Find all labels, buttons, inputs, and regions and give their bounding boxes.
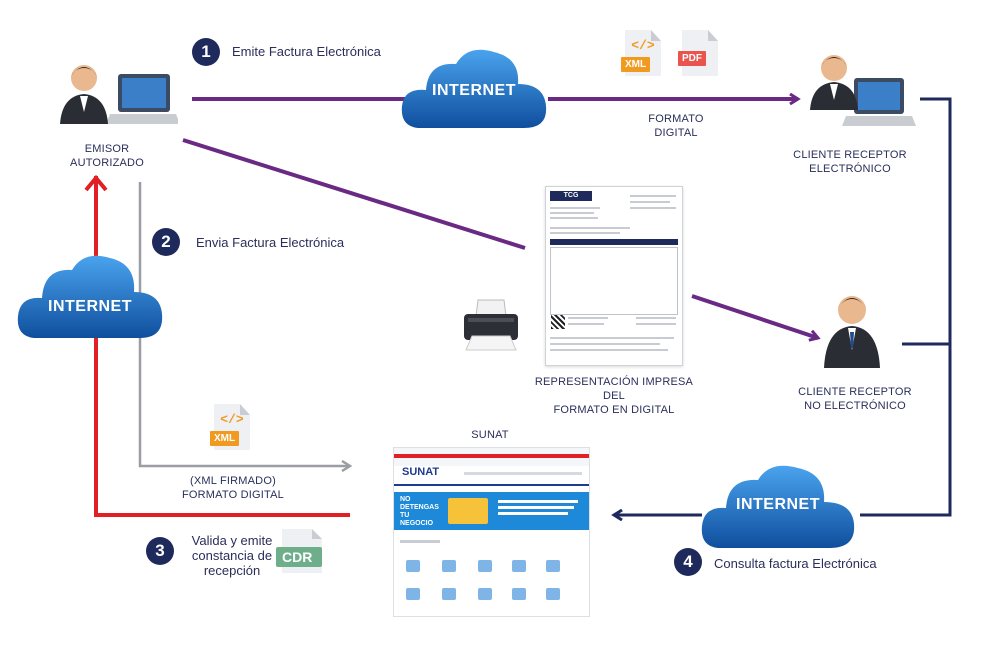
xml-tag: XML — [621, 57, 651, 72]
representacion-label: REPRESENTACIÓN IMPRESA DEL FORMATO EN DI… — [534, 376, 694, 416]
step-4-badge: 4 — [674, 548, 702, 576]
internet-label: INTERNET — [736, 496, 820, 513]
sunat-title: SUNAT — [471, 429, 509, 441]
step-3-label: Valida y emite constancia de recepción — [191, 533, 273, 578]
pdf-tag: PDF — [678, 51, 706, 66]
flow-clients-bus — [860, 97, 952, 517]
flow-document-to-cliente-no-electronico — [691, 294, 818, 338]
step-2-label: Envia Factura Electrónica — [196, 235, 345, 250]
flow-emisor-to-document — [182, 138, 526, 250]
red-arrowhead — [84, 174, 108, 192]
step-2-badge: 2 — [152, 228, 180, 256]
xml-firmado-file-icon: </> XML — [210, 404, 250, 450]
cloud-icon — [401, 49, 547, 128]
internet-cloud-top: INTERNET — [398, 40, 550, 140]
step-1-label: Emite Factura Electrónica — [232, 44, 381, 59]
internet-label: INTERNET — [48, 298, 132, 315]
sunat-website: SUNAT NO DETENGAS TU NEGOCIO — [393, 447, 590, 617]
cliente-electronico-person-laptop-icon — [810, 55, 916, 126]
cliente-no-electronico-person-icon — [824, 296, 880, 368]
internet-cloud-left: INTERNET — [14, 246, 166, 350]
internet-cloud-bottom-right: INTERNET — [698, 456, 858, 560]
flow-emisor-to-sunat — [138, 182, 350, 466]
emisor-label: EMISOR AUTORIZADO — [70, 143, 144, 169]
sunat-logo: SUNAT — [402, 466, 440, 478]
step-4-label: Consulta factura Electrónica — [714, 556, 877, 571]
tcg-logo: TCG — [550, 191, 592, 201]
cliente-electronico-label: CLIENTE RECEPTOR ELECTRÓNICO — [793, 149, 907, 175]
sunat-banner-text: NO DETENGAS TU NEGOCIO — [400, 496, 439, 527]
step-3-badge: 3 — [146, 537, 174, 565]
formato-digital-label: FORMATO DIGITAL — [648, 113, 704, 139]
printer-icon — [464, 299, 518, 351]
cliente-no-electronico-label: CLIENTE RECEPTOR NO ELECTRÓNICO — [798, 386, 912, 412]
step-1-badge: 1 — [192, 38, 220, 66]
cloud-icon — [701, 465, 855, 548]
xml-file-icon: </> XML — [621, 30, 661, 76]
pdf-file-icon: PDF — [678, 30, 718, 76]
cloud-icon — [17, 255, 163, 338]
xml-tag: XML — [210, 431, 240, 446]
cdr-file-icon — [276, 529, 322, 573]
internet-label: INTERNET — [432, 82, 516, 99]
emisor-person-laptop-icon — [60, 65, 178, 124]
invoice-document: TCG — [545, 186, 683, 366]
xml-firmado-label: (XML FIRMADO) FORMATO DIGITAL — [181, 475, 284, 501]
cdr-tag: CDR — [282, 549, 313, 565]
